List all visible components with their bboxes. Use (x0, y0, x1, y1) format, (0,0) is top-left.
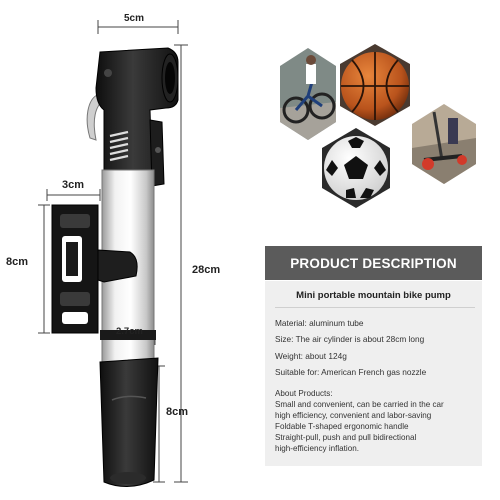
usage-photos (276, 40, 480, 212)
pump-illustration (38, 20, 188, 487)
dim-mount-height: 8cm (6, 256, 29, 268)
scooter-photo (408, 100, 480, 188)
basketball-photo (336, 40, 414, 130)
dim-barrel-width: 2.7cm (116, 326, 143, 337)
spec-suitable-for: Suitable for: American French gas nozzle (275, 367, 427, 377)
spec-size: Size: The air cylinder is about 28cm lon… (275, 334, 425, 344)
about-line: Foldable T-shaped ergonomic handle (275, 422, 409, 431)
product-description-panel: Mini portable mountain bike pump Materia… (265, 281, 482, 466)
mount-bracket (51, 204, 138, 334)
head-grip-ribs (109, 130, 129, 162)
pump-handle (99, 357, 159, 487)
soccer-ball-photo (318, 124, 394, 212)
about-line: high-efficiency inflation. (275, 444, 359, 453)
product-title: Mini portable mountain bike pump (296, 290, 451, 301)
about-line: Straight-pull, push and pull bidirection… (275, 433, 417, 442)
product-description-title: PRODUCT DESCRIPTION (290, 255, 457, 271)
about-line: Small and convenient, can be carried in … (275, 400, 444, 409)
dim-mount-width: 3cm (62, 179, 85, 191)
bicycle-photo (276, 44, 340, 144)
about-line: high efficiency, convenient and labor-sa… (275, 411, 432, 420)
about-heading: About Products: (275, 389, 333, 398)
product-description-header: PRODUCT DESCRIPTION (265, 246, 482, 280)
spec-material: Material: aluminum tube (275, 318, 364, 328)
divider (275, 307, 475, 308)
dim-handle-length: 8cm (166, 406, 189, 418)
dim-total-length: 28cm (192, 264, 221, 276)
spec-weight: Weight: about 124g (275, 351, 347, 361)
dim-top-width: 5cm (124, 13, 145, 24)
